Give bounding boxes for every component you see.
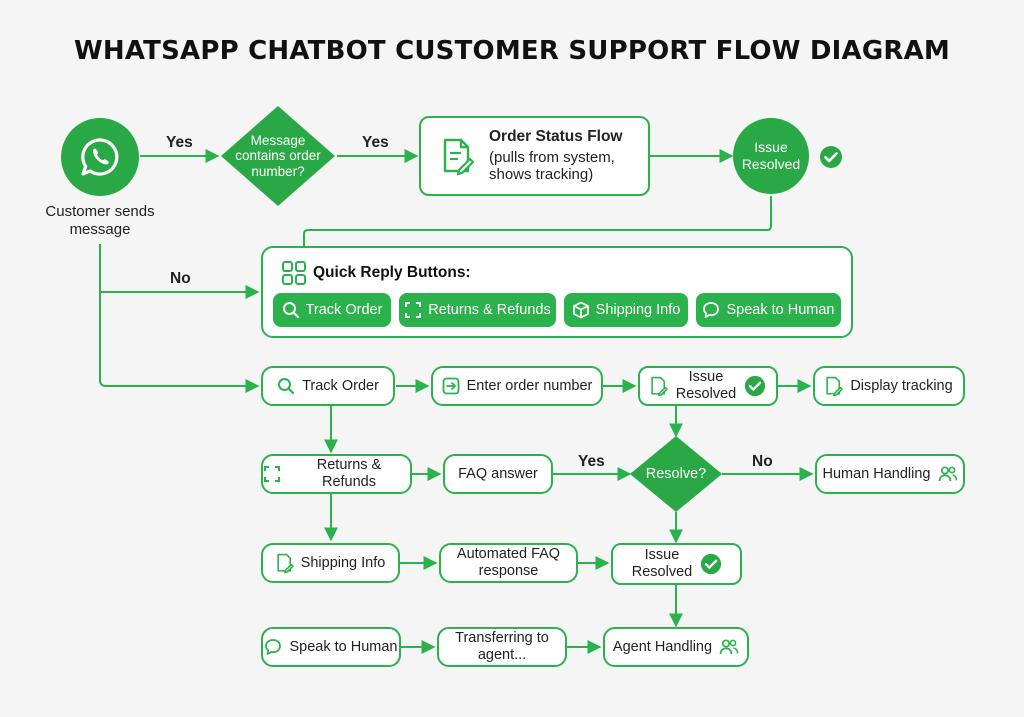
document-pencil-icon — [826, 376, 844, 396]
edge-label-yes: Yes — [362, 134, 389, 151]
check-circle-icon — [820, 146, 842, 168]
search-icon — [278, 378, 295, 395]
edge-start-trunk — [99, 244, 260, 393]
edge-resolved-to-quick-reply — [303, 196, 772, 246]
quick-reply-label: Shipping Info — [595, 302, 681, 318]
quick-reply-speak-button[interactable]: Speak to Human — [696, 293, 841, 327]
human-handling-node: Human Handling — [815, 454, 965, 494]
users-icon — [719, 639, 739, 655]
document-pencil-icon — [443, 138, 475, 175]
order-flow-title: Order Status Flow — [489, 128, 623, 146]
decision-order-text: Message contains order number? — [235, 132, 321, 179]
quick-reply-label: Returns & Refunds — [428, 302, 551, 318]
decision-resolve-diamond — [630, 436, 722, 512]
automated-faq-node: Automated FAQ response — [439, 543, 578, 583]
diagram-title: WHATSAPP CHATBOT CUSTOMER SUPPORT FLOW D… — [74, 36, 950, 66]
issue-resolved-track-label: Issue Resolved — [675, 369, 737, 402]
shipping-info-node: Shipping Info — [261, 543, 400, 583]
transferring-label: Transferring to agent... — [455, 630, 549, 663]
quick-reply-label: Speak to Human — [726, 302, 835, 318]
edge-label-yes: Yes — [578, 453, 605, 470]
order-flow-detail: (pulls from system, shows tracking) — [489, 149, 615, 184]
document-pencil-icon — [651, 376, 668, 396]
speak-to-human-node: Speak to Human — [261, 627, 401, 667]
quick-reply-label: Track Order — [305, 302, 383, 318]
issue-resolved-shipping-label: Issue Resolved — [631, 547, 693, 580]
search-icon — [282, 302, 299, 319]
edge-label-no: No — [752, 453, 773, 470]
quick-reply-returns-button[interactable]: Returns & Refunds — [399, 293, 556, 327]
track-order-label: Track Order — [302, 377, 379, 394]
decision-resolve-text: Resolve? — [645, 465, 707, 482]
chat-icon — [703, 302, 720, 318]
decision-order-diamond — [221, 106, 335, 206]
users-icon — [938, 466, 957, 482]
edge-label-no: No — [170, 270, 191, 287]
quick-reply-title: Quick Reply Buttons: — [313, 264, 471, 281]
returns-refunds-label: Returns & Refunds — [316, 457, 382, 490]
package-icon — [572, 301, 589, 319]
scan-icon — [264, 466, 280, 482]
issue-resolved-top-text: Issue Resolved — [741, 139, 801, 172]
scan-icon — [405, 302, 422, 318]
automated-faq-label: Automated FAQ response — [456, 546, 561, 579]
returns-refunds-node: Returns & Refunds — [261, 454, 412, 494]
check-circle-icon — [744, 375, 766, 397]
human-handling-label: Human Handling — [822, 465, 931, 482]
track-order-node: Track Order — [261, 366, 395, 406]
whatsapp-icon — [61, 118, 139, 196]
enter-order-number-node: Enter order number — [431, 366, 603, 406]
faq-answer-node: FAQ answer — [443, 454, 553, 494]
issue-resolved-top: Issue Resolved — [733, 118, 809, 194]
edge-label-yes: Yes — [166, 134, 193, 151]
chat-icon — [265, 639, 282, 655]
display-tracking-label: Display tracking — [850, 377, 953, 394]
display-tracking-node: Display tracking — [813, 366, 965, 406]
agent-handling-node: Agent Handling — [603, 627, 749, 667]
issue-resolved-track-node: Issue Resolved — [638, 366, 778, 406]
start-caption: Customer sends message — [45, 203, 155, 238]
document-pencil-icon — [277, 553, 294, 573]
grid-icon — [282, 261, 306, 285]
issue-resolved-shipping-node: Issue Resolved — [611, 543, 742, 585]
check-circle-icon — [700, 553, 722, 575]
arrow-right-box-icon — [442, 377, 460, 395]
quick-reply-shipping-button[interactable]: Shipping Info — [564, 293, 688, 327]
agent-handling-label: Agent Handling — [612, 638, 713, 655]
order-status-flow-box: Order Status Flow (pulls from system, sh… — [419, 116, 650, 196]
enter-order-number-label: Enter order number — [466, 377, 593, 394]
quick-reply-track-order-button[interactable]: Track Order — [273, 293, 391, 327]
shipping-info-label: Shipping Info — [300, 554, 386, 571]
faq-answer-label: FAQ answer — [458, 465, 538, 482]
speak-to-human-label: Speak to Human — [289, 638, 398, 655]
transferring-node: Transferring to agent... — [437, 627, 567, 667]
